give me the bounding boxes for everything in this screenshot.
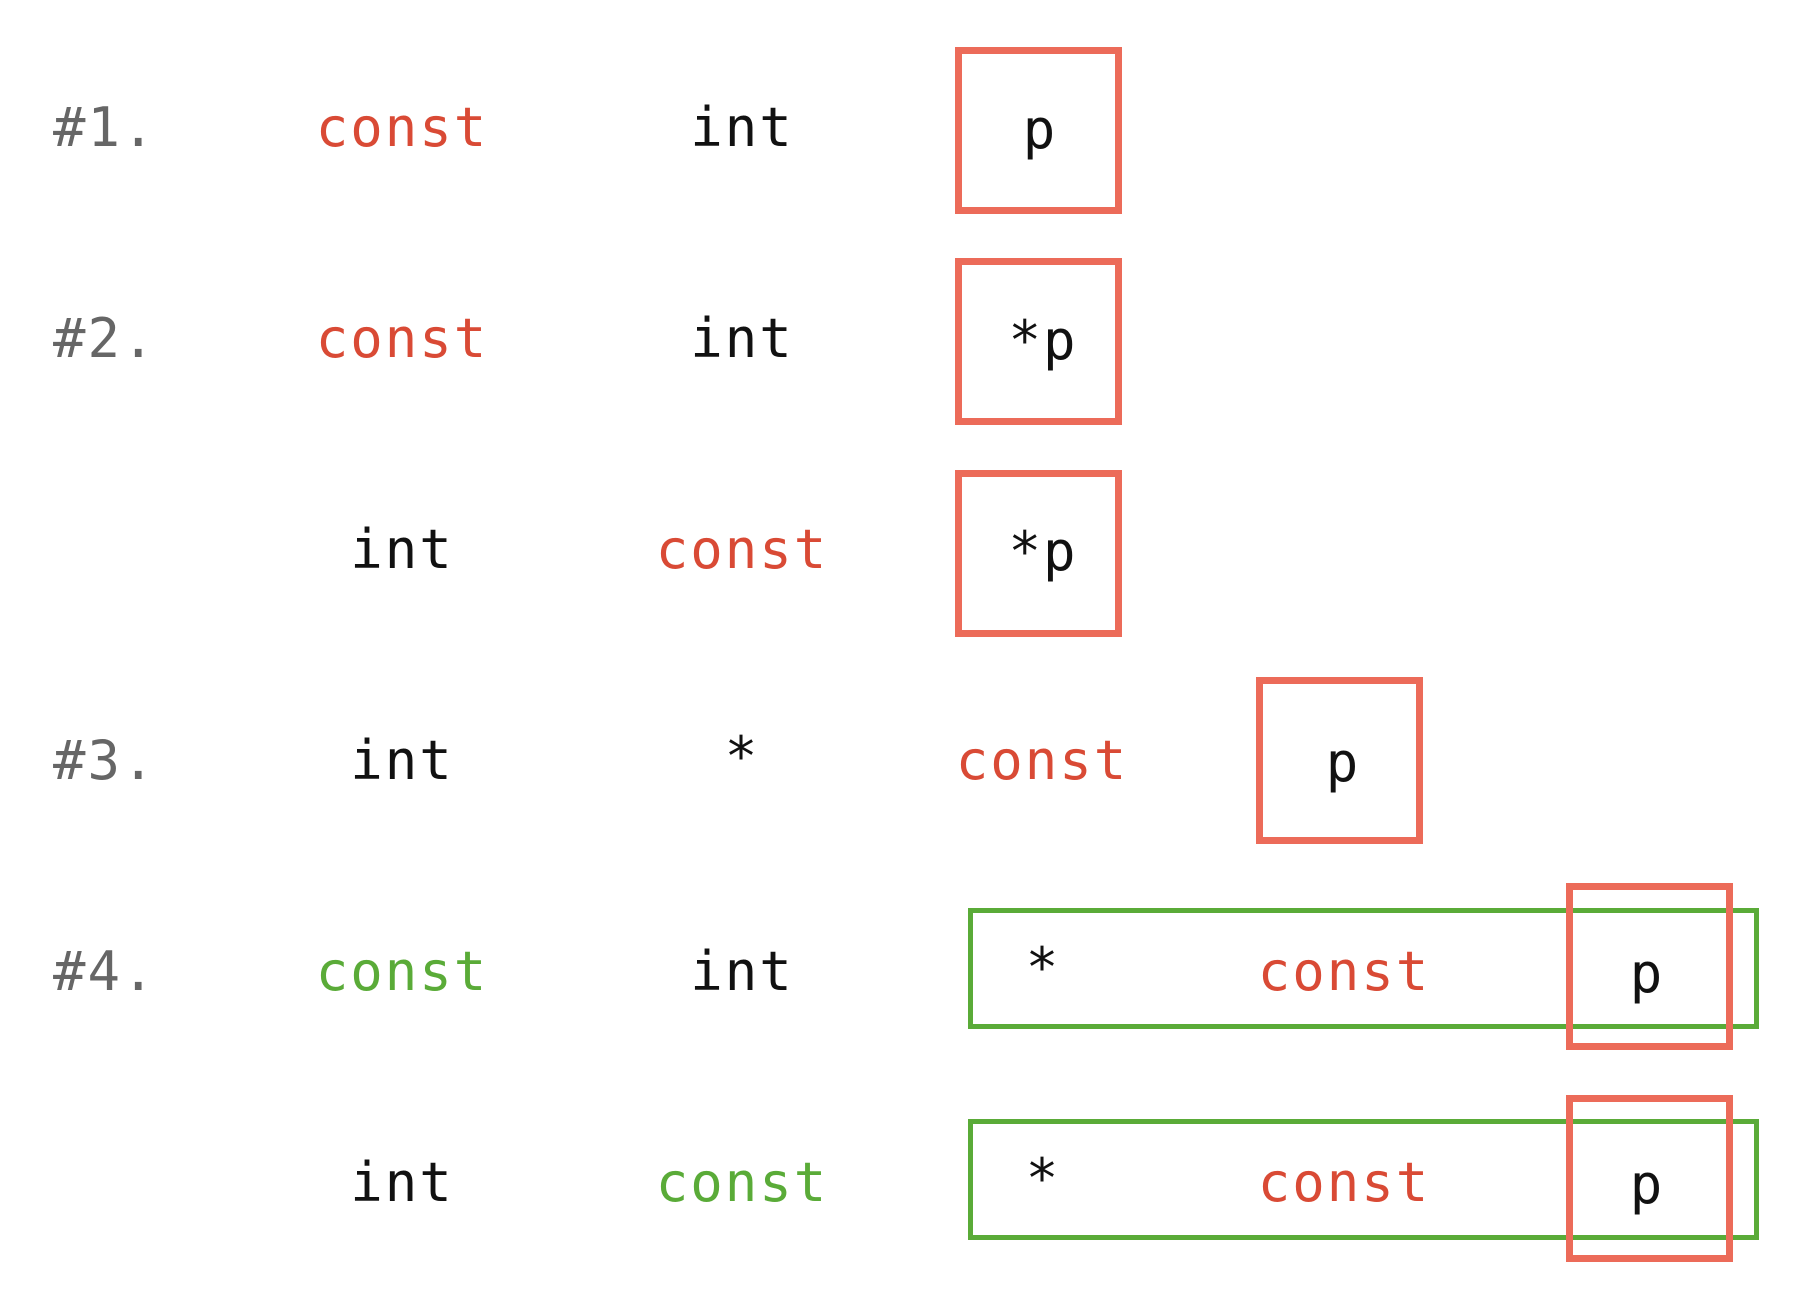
red-highlight-box: [1566, 1095, 1733, 1262]
row-label-2: #2.: [53, 307, 157, 370]
int-keyword: int: [690, 940, 794, 1003]
const-keyword-green: const: [315, 940, 489, 1003]
const-keyword: const: [1257, 1151, 1431, 1214]
int-keyword: int: [350, 1151, 454, 1214]
green-highlight-box: [968, 1119, 1759, 1240]
red-highlight-box: [955, 258, 1122, 425]
asterisk: *: [724, 725, 760, 788]
int-keyword: int: [350, 518, 454, 581]
green-highlight-box: [968, 908, 1759, 1029]
int-keyword: int: [690, 96, 794, 159]
const-keyword: const: [315, 96, 489, 159]
variable-p: p: [1325, 731, 1361, 794]
variable-p: p: [1629, 942, 1665, 1005]
asterisk: *: [1025, 936, 1061, 999]
asterisk: *: [1025, 1147, 1061, 1210]
const-keyword: const: [655, 518, 829, 581]
row-label-4: #4.: [53, 940, 157, 1003]
variable-p: p: [1629, 1153, 1665, 1216]
red-highlight-box: [1256, 677, 1423, 844]
int-keyword: int: [350, 729, 454, 792]
variable-p: p: [1022, 98, 1058, 161]
red-highlight-box: [1566, 883, 1733, 1050]
pointer-variable: *p: [1008, 520, 1078, 583]
const-keyword: const: [1257, 940, 1431, 1003]
int-keyword: int: [690, 307, 794, 370]
const-keyword: const: [955, 729, 1129, 792]
const-keyword-green: const: [655, 1151, 829, 1214]
row-label-3: #3.: [53, 729, 157, 792]
row-label-1: #1.: [53, 96, 157, 159]
const-keyword: const: [315, 307, 489, 370]
red-highlight-box: [955, 47, 1122, 214]
red-highlight-box: [955, 470, 1122, 637]
pointer-variable: *p: [1008, 309, 1078, 372]
